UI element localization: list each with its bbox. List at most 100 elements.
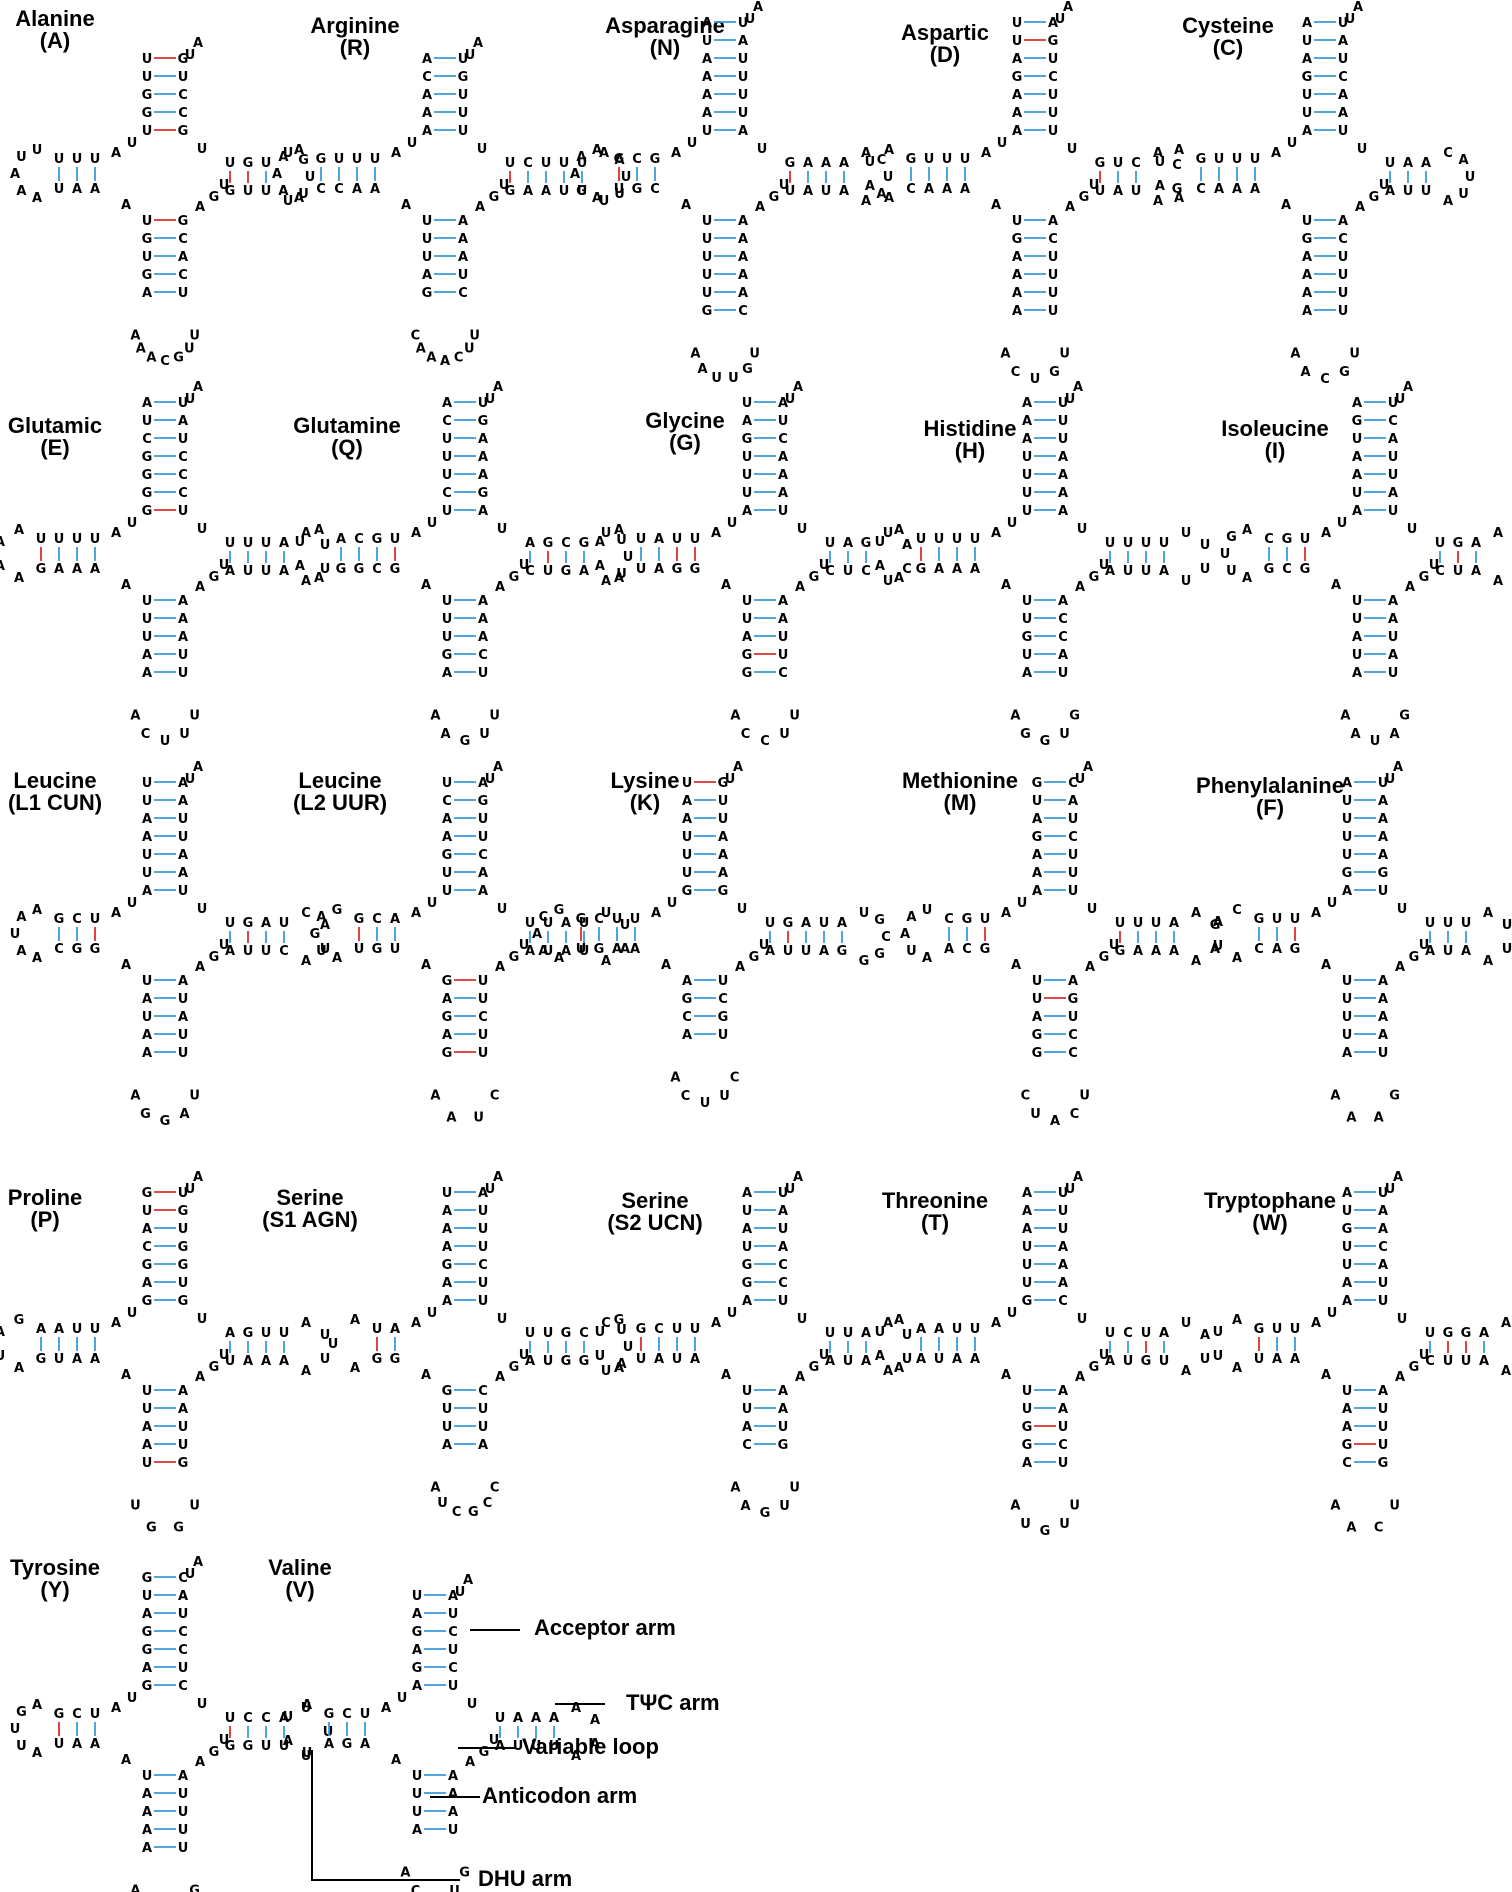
junction-base: A	[121, 578, 131, 593]
tpsic-loop-base: A	[877, 187, 887, 202]
dhu-base-top: G	[576, 912, 587, 927]
acceptor-base-right: A	[1068, 794, 1078, 809]
tpsic-base-top: U	[1141, 536, 1152, 551]
anticodon-base-right: U	[178, 1438, 189, 1453]
acceptor-tail-base: A	[1403, 380, 1413, 395]
acceptor-base-left: U	[142, 1204, 153, 1219]
anticodon-loop-base: U	[160, 734, 171, 749]
junction-base: A	[1311, 1316, 1321, 1331]
tpsic-base-top: C	[1131, 156, 1141, 171]
anticodon-base-left: G	[702, 304, 713, 319]
dhu-base-bottom: U	[54, 1737, 65, 1752]
tpsic-base-bottom: U	[261, 564, 272, 579]
tpsic-base-top: U	[261, 1326, 272, 1341]
anticodon-loop-base: A	[1330, 1499, 1340, 1514]
acceptor-base-right: U	[478, 1276, 489, 1291]
tpsic-loop-base: A	[1153, 194, 1163, 209]
junction-base: A	[121, 1368, 131, 1383]
tpsic-base-top: U	[1133, 916, 1144, 931]
dhu-base-top: G	[650, 152, 661, 167]
dhu-loop-base: U	[1226, 564, 1237, 579]
acceptor-base-right: C	[178, 1625, 188, 1640]
tpsic-loop-base: A	[1501, 1316, 1511, 1331]
acceptor-base-right: U	[178, 1222, 189, 1237]
variable-loop-base: G	[209, 1745, 220, 1760]
variable-loop-base: U	[499, 178, 510, 193]
tpsic-loop-base: U	[1502, 918, 1512, 933]
acceptor-tail-base: U	[185, 392, 196, 407]
tpsic-base-bottom: A	[1169, 944, 1179, 959]
anticodon-loop-base: G	[1389, 1089, 1400, 1104]
dhu-loop-base: G	[332, 903, 343, 918]
amino-acid-label: Glycine(G)	[595, 410, 775, 454]
tpsic-base-bottom: C	[1435, 564, 1445, 579]
acceptor-base-right: A	[778, 468, 788, 483]
acceptor-tail-base: U	[185, 48, 196, 63]
tpsic-loop-base: G	[859, 954, 870, 969]
acceptor-base-left: U	[742, 1240, 753, 1255]
anticodon-loop-base: C	[730, 1071, 740, 1086]
anticodon-loop-base: G	[1339, 365, 1350, 380]
dhu-base-bottom: G	[354, 562, 365, 577]
anticodon-base-left: A	[142, 1787, 152, 1802]
anticodon-base-right: U	[478, 666, 489, 681]
dhu-base-top: G	[614, 152, 625, 167]
dhu-loop-base: A	[16, 184, 26, 199]
dhu-base-bottom: A	[72, 562, 82, 577]
acceptor-tail-base: A	[753, 0, 763, 15]
acceptor-tail-base: A	[493, 1170, 503, 1185]
acceptor-base-right: U	[1378, 1276, 1389, 1291]
acceptor-base-left: A	[442, 1294, 452, 1309]
acceptor-base-left: A	[142, 884, 152, 899]
acceptor-base-right: A	[778, 396, 788, 411]
acceptor-base-right: G	[458, 70, 469, 85]
junction-base: A	[711, 1316, 721, 1331]
dhu-loop-base: U	[316, 944, 327, 959]
dhu-loop-base: A	[302, 1698, 312, 1713]
anticodon-loop-base: U	[189, 1499, 200, 1514]
tpsic-base-bottom: A	[279, 1354, 289, 1369]
anticodon-loop-base: A	[400, 1866, 410, 1881]
tpsic-base-bottom: U	[531, 1739, 542, 1754]
acceptor-base-left: A	[702, 106, 712, 121]
dhu-base-top: A	[390, 912, 400, 927]
anticodon-base-left: A	[1302, 268, 1312, 283]
acceptor-base-right: G	[178, 124, 189, 139]
dhu-base-top: U	[390, 532, 401, 547]
anticodon-loop-base: U	[728, 371, 739, 386]
anticodon-base-left: U	[742, 594, 753, 609]
dhu-base-top: U	[54, 152, 65, 167]
acceptor-base-right: A	[1058, 1276, 1068, 1291]
tpsic-base-bottom: A	[825, 1354, 835, 1369]
amino-acid-code: (M)	[870, 792, 1050, 814]
tpsic-loop-base: U	[1181, 526, 1192, 541]
anticodon-base-left: U	[1342, 992, 1353, 1007]
acceptor-base-left: A	[422, 106, 432, 121]
dhu-base-bottom: U	[934, 1352, 945, 1367]
variable-loop-base: G	[509, 950, 520, 965]
acceptor-base-right: A	[738, 124, 748, 139]
acceptor-base-left: U	[742, 396, 753, 411]
acceptor-base-right: U	[1378, 1186, 1389, 1201]
anticodon-loop-base: A	[730, 709, 740, 724]
acceptor-base-right: A	[478, 776, 488, 791]
dhu-base-bottom: A	[90, 1352, 100, 1367]
dhu-base-bottom: U	[576, 942, 587, 957]
acceptor-base-right: C	[778, 432, 788, 447]
anticodon-base-right: C	[1058, 630, 1068, 645]
dhu-base-top: U	[636, 532, 647, 547]
tpsic-loop-base: A	[1200, 1328, 1210, 1343]
dhu-loop-base: A	[1242, 523, 1252, 538]
dhu-loop-base: U	[16, 1739, 27, 1754]
acceptor-base-right: U	[1338, 52, 1349, 67]
acceptor-base-right: U	[1068, 884, 1079, 899]
anticodon-base-right: A	[448, 1787, 458, 1802]
tpsic-base-bottom: A	[525, 1354, 535, 1369]
dhu-loop-base: U	[328, 1337, 339, 1352]
acceptor-base-left: A	[702, 70, 712, 85]
anticodon-loop-base: A	[179, 1107, 189, 1122]
tpsic-base-top: A	[525, 536, 535, 551]
acceptor-base-left: A	[1032, 866, 1042, 881]
acceptor-base-right: A	[718, 848, 728, 863]
tpsic-base-top: G	[543, 536, 554, 551]
